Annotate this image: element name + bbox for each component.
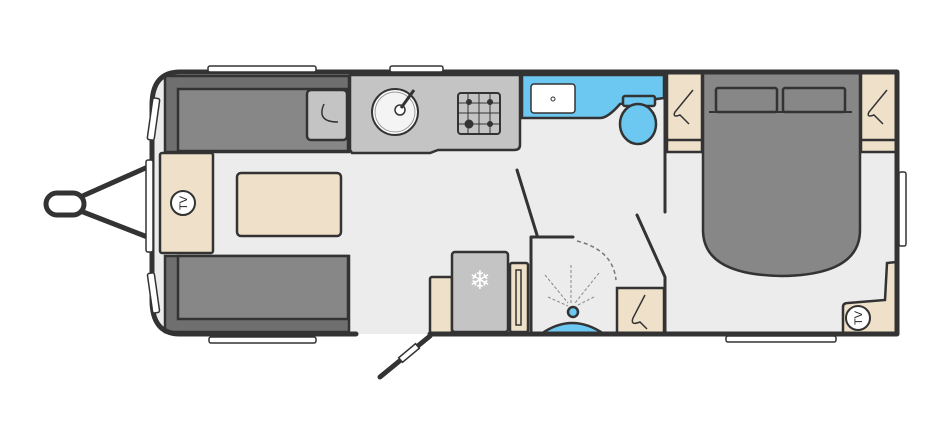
cabinet-small — [428, 275, 454, 335]
hob-icon — [457, 92, 501, 135]
curved-arrow-icon — [321, 103, 339, 123]
pillow — [714, 86, 779, 114]
front-seat-bottom — [163, 254, 351, 334]
snowflake-icon: ❄ — [469, 266, 491, 296]
tall-cabinet — [508, 261, 530, 334]
entrance-door[interactable] — [377, 333, 433, 380]
hanger-icon — [673, 89, 694, 125]
window — [389, 65, 444, 73]
shower — [529, 235, 617, 336]
bedroom-door[interactable] — [635, 213, 667, 336]
wardrobe-left — [665, 71, 704, 154]
wardrobe-right — [859, 71, 898, 154]
hanger-icon — [867, 89, 888, 125]
window — [207, 65, 317, 73]
kitchen-worktop — [348, 73, 522, 155]
dining-table — [235, 171, 343, 238]
front-tv-label: TV — [178, 195, 190, 210]
corner-cabinet — [305, 88, 349, 142]
toilet-icon — [618, 102, 658, 146]
window — [145, 159, 154, 253]
fridge: ❄ — [450, 250, 510, 334]
window — [725, 335, 837, 343]
window — [146, 97, 161, 141]
tow-hitch — [43, 163, 153, 241]
window — [898, 171, 907, 247]
tv-icon — [170, 190, 196, 216]
front-tv-unit: TV — [158, 151, 215, 255]
bedroom-tv-unit: TV — [841, 260, 899, 336]
bathroom-vanity — [520, 73, 666, 146]
washroom-door[interactable] — [515, 168, 539, 237]
hanger-icon — [631, 294, 648, 330]
bedroom-tv-label: TV — [853, 310, 865, 325]
front-seat-top — [163, 74, 351, 154]
washbasin-icon — [530, 83, 576, 114]
pillow — [781, 86, 847, 114]
tv-icon — [845, 305, 871, 331]
window — [208, 336, 317, 344]
bathroom-wardrobe — [615, 286, 666, 336]
double-bed — [701, 71, 862, 278]
window — [146, 272, 161, 314]
